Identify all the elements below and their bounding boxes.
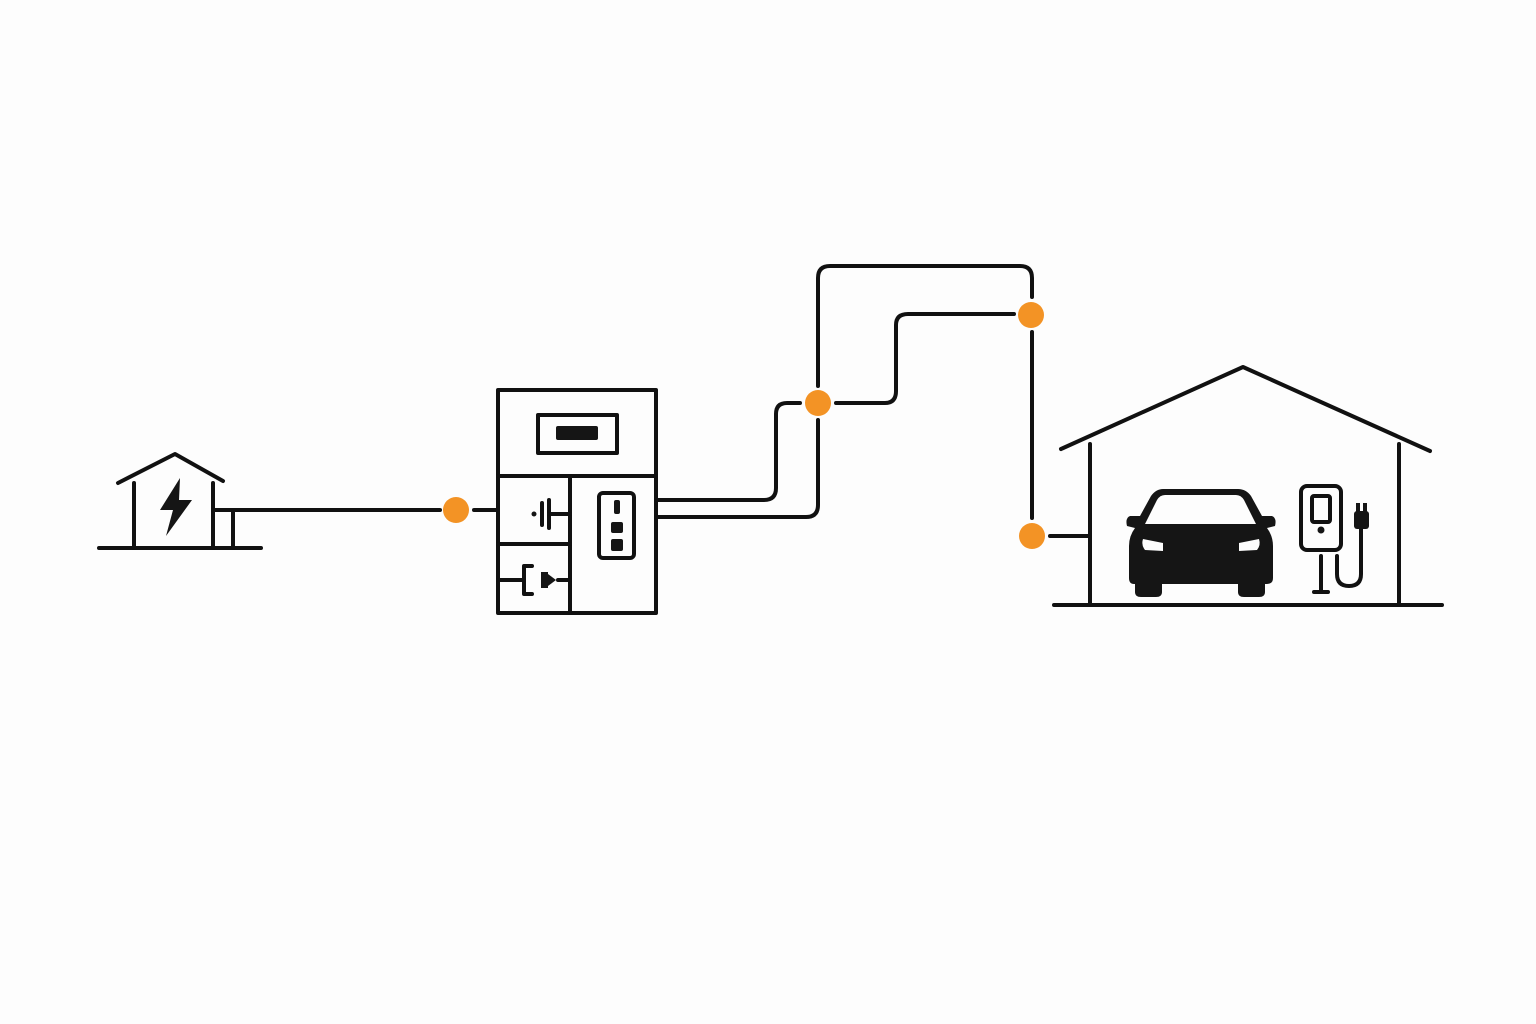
garage-roof [1059,365,1432,453]
car-headlight-right [1239,539,1260,551]
circuit-cable-b [654,418,820,519]
car-headlight-left [1142,539,1163,551]
charger-cable [1335,526,1363,588]
panel-meter-display [536,413,619,455]
garage-icon [1052,365,1444,607]
connection-node-upper [1018,302,1044,328]
electrical-panel-icon [496,388,658,615]
ev-charger-icon [1299,484,1363,594]
house-roof [116,452,225,485]
connection-node-service [443,497,469,523]
circuit-cable-b-riser [816,264,1034,388]
charging-plug-icon [1354,503,1369,529]
circuit-cable-a-continued [834,312,1016,405]
connection-node-junction [805,390,831,416]
charger-button [1317,526,1325,534]
lightning-bolt-icon [160,478,192,536]
car-icon [1126,489,1276,597]
car-windshield [1145,495,1256,524]
breaker-icon [531,498,572,530]
charger-screen [1310,494,1332,524]
charger-housing [1299,484,1343,552]
disconnect-switch-icon [496,564,572,596]
connection-node-garage [1019,523,1045,549]
utility-house-icon [97,452,263,550]
meter-readout-bar [556,426,598,440]
circuit-cable-a [654,401,802,502]
circuit-breaker-module-icon [597,491,636,560]
